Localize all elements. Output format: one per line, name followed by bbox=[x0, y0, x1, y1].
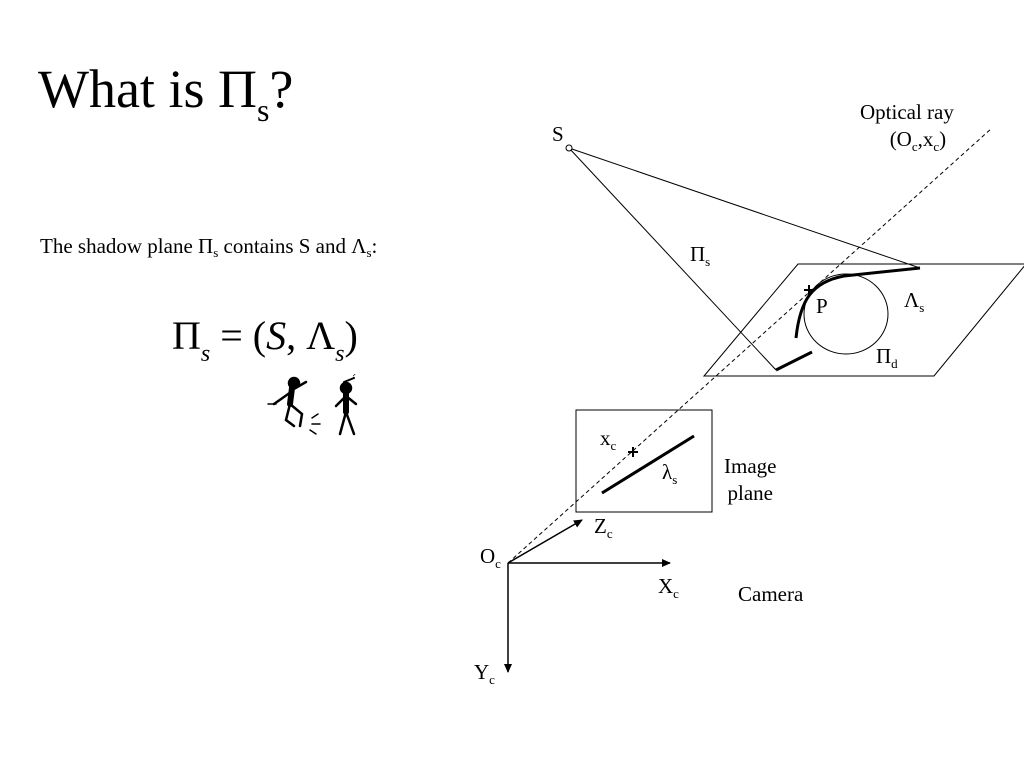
object-ellipse bbox=[803, 273, 889, 355]
sentence-sub2: s bbox=[366, 245, 372, 260]
label-x-c: xc bbox=[600, 426, 617, 453]
title-text: What is Π bbox=[38, 59, 257, 119]
image-plane-line2: plane bbox=[727, 481, 773, 505]
eq-lhs: Π bbox=[172, 313, 201, 358]
light-source-point bbox=[565, 144, 573, 152]
sentence-part2: contains S and Λ bbox=[218, 234, 367, 258]
label-image-plane: Image plane bbox=[724, 456, 776, 504]
label-lambda-s: Λs bbox=[904, 288, 925, 315]
label-x-c-axis: Xc bbox=[658, 574, 679, 601]
optical-ray-line1: Optical ray bbox=[860, 100, 954, 124]
optical-ray-label: Optical ray (Oc,xc) bbox=[860, 100, 954, 154]
label-o-c: Oc bbox=[480, 544, 501, 571]
point-p-cross-icon bbox=[804, 285, 814, 295]
sentence-part1: The shadow plane Π bbox=[40, 234, 214, 258]
image-plane-line1: Image bbox=[724, 454, 777, 478]
shadow-plane-equation: Πs = (S, Λs) bbox=[172, 312, 358, 368]
optical-ray-line2: (Oc,xc) bbox=[860, 127, 954, 154]
zc-main: Z bbox=[594, 514, 607, 538]
label-pi-d: Πd bbox=[876, 344, 898, 371]
label-P: P bbox=[816, 294, 828, 318]
label-z-c: Zc bbox=[594, 514, 613, 541]
label-pi-s: Πs bbox=[690, 242, 711, 269]
xc-cross-icon bbox=[628, 447, 638, 457]
shadow-plane-sentence: The shadow plane Πs contains S and Λs: bbox=[40, 234, 377, 261]
desk-plane bbox=[702, 263, 1024, 377]
image-plane-rect bbox=[575, 409, 713, 513]
oc-main: O bbox=[480, 544, 496, 568]
pi-d-sub: d bbox=[891, 356, 898, 371]
optical-ray-x-sub: c bbox=[933, 139, 940, 154]
eq-lhs-sub: s bbox=[200, 341, 211, 367]
sentence-part3: : bbox=[371, 234, 378, 258]
pi-d-main: Π bbox=[876, 344, 892, 368]
yc-main: Y bbox=[474, 660, 490, 684]
optical-ray-x: ,x bbox=[917, 127, 934, 151]
optical-ray-close: ) bbox=[939, 127, 947, 151]
slide-title: What is Πs? bbox=[38, 62, 293, 126]
sentence-sub1: s bbox=[213, 245, 219, 260]
lambda-s-line bbox=[601, 434, 695, 495]
svg-text:?: ? bbox=[351, 374, 356, 380]
optical-ray-o-sub: c bbox=[911, 139, 918, 154]
standing-figure-icon: ? bbox=[334, 374, 358, 436]
xc-main: x bbox=[600, 426, 611, 450]
pi-s-sub: s bbox=[705, 254, 711, 269]
eq-rhs-sub: s bbox=[335, 341, 345, 367]
xc-axis-main: X bbox=[658, 574, 674, 598]
eq-comma-lambda: , Λ bbox=[286, 313, 336, 358]
eq-close: ) bbox=[344, 313, 358, 358]
lambda-small-main: λ bbox=[662, 460, 673, 484]
title-suffix: ? bbox=[269, 59, 294, 119]
lambda-s-main: Λ bbox=[904, 288, 920, 312]
shadow-plane-edge-upper bbox=[568, 147, 921, 269]
optical-ray-line bbox=[507, 127, 993, 564]
shadow-plane-edge-lower bbox=[568, 147, 777, 371]
label-camera: Camera bbox=[738, 582, 804, 606]
title-subscript: s bbox=[256, 92, 270, 128]
xc-axis-sub: c bbox=[673, 586, 679, 601]
lambda-small-sub: s bbox=[672, 472, 678, 487]
shadow-edge-curve bbox=[794, 266, 921, 339]
falling-figure-icon bbox=[267, 376, 321, 435]
yc-sub: c bbox=[489, 672, 495, 687]
shadow-edge-lower bbox=[775, 350, 813, 372]
label-lambda-s-small: λs bbox=[662, 460, 678, 487]
oc-sub: c bbox=[495, 556, 501, 571]
thinking-figures-clipart: ? bbox=[267, 374, 358, 436]
optical-ray-o: (O bbox=[889, 127, 912, 151]
xc-sub: c bbox=[610, 438, 617, 453]
lambda-s-sub-cap: s bbox=[919, 300, 925, 315]
zc-sub: c bbox=[606, 526, 613, 541]
label-S: S bbox=[552, 122, 564, 146]
pi-s-main: Π bbox=[690, 242, 706, 266]
z-axis-arrow bbox=[507, 519, 583, 564]
eq-equals: = ( bbox=[210, 313, 267, 358]
label-y-c: Yc bbox=[474, 660, 495, 687]
eq-S: S bbox=[266, 313, 287, 358]
